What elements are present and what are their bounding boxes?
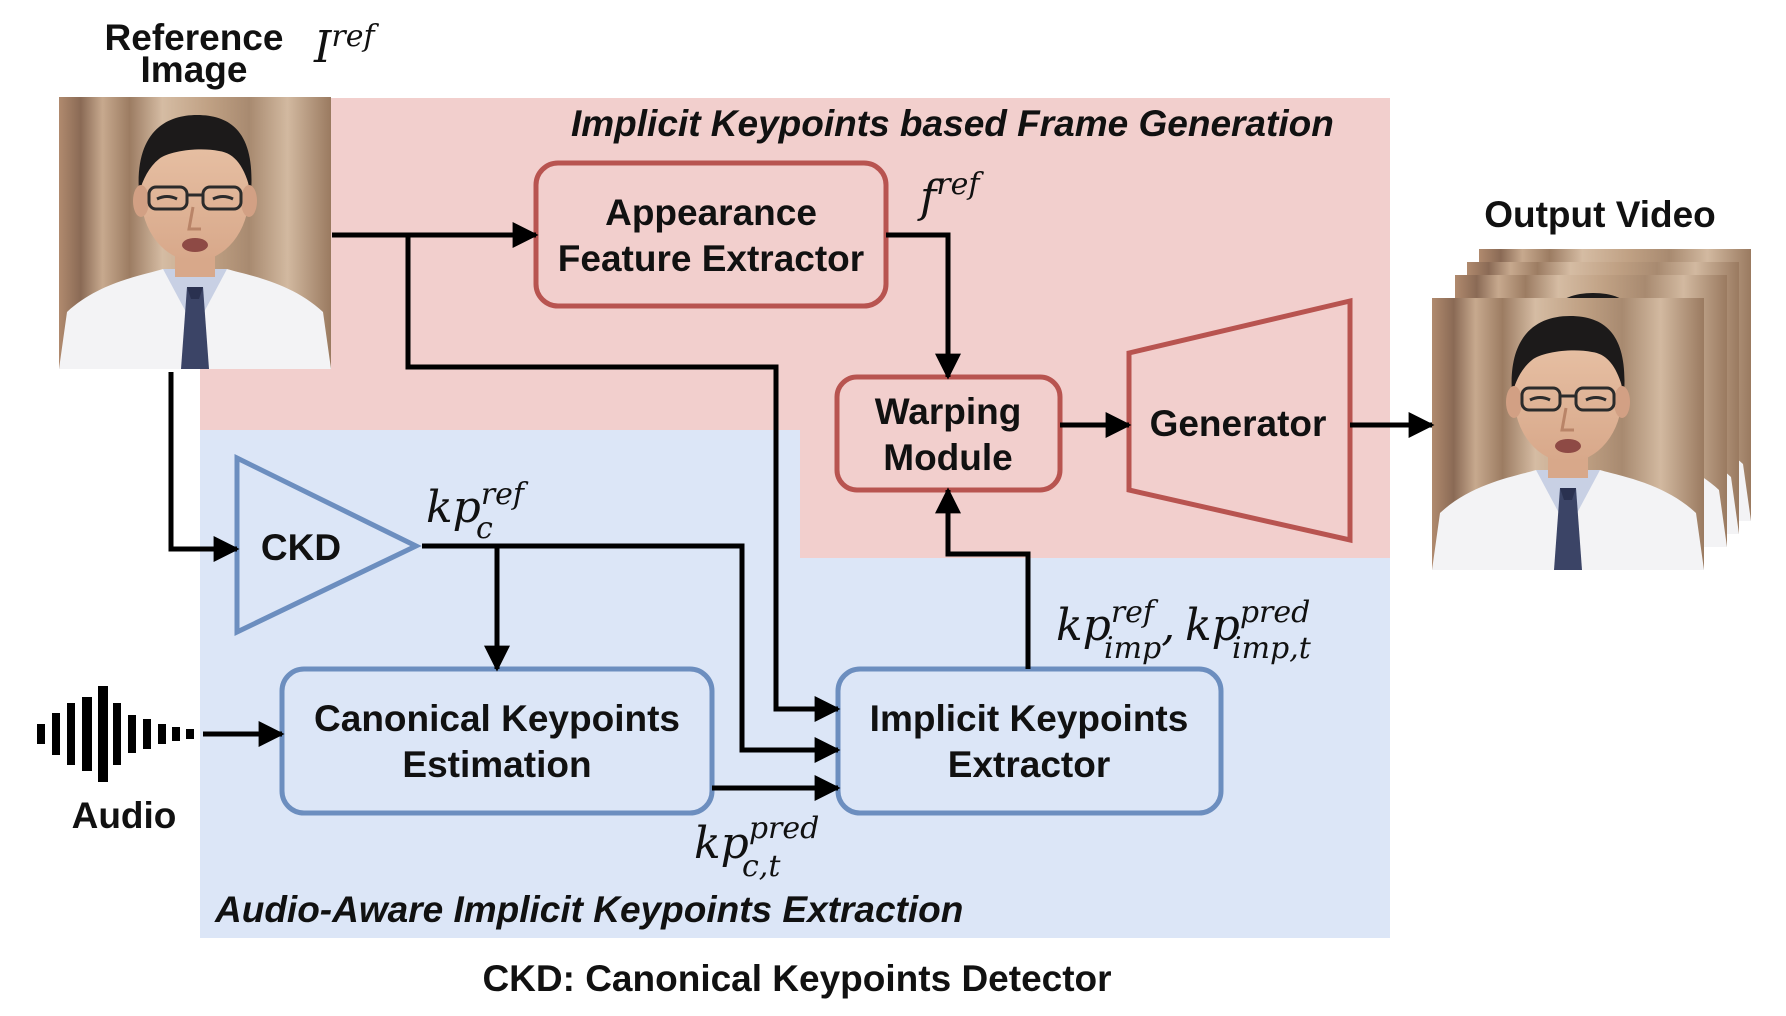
reference-image [57, 95, 333, 371]
generator-label: Generator [1150, 403, 1327, 444]
i-ref-label: Iref [313, 19, 379, 73]
arrow-ref-to-implicit [405, 235, 841, 722]
reference-label-line2: Image [141, 49, 248, 90]
implicit-label-line2: Extractor [948, 744, 1110, 785]
ckd-label: CKD [261, 527, 341, 568]
output-video-label: Output Video [1484, 194, 1716, 235]
arrow-ref-to-ckd [168, 372, 240, 562]
appearance-label-line2: Feature Extractor [558, 238, 864, 279]
canonical-label-line1: Canonical Keypoints [314, 698, 680, 739]
arrow-appearance-to-warping [886, 232, 961, 380]
appearance-label-line1: Appearance [605, 192, 817, 233]
canonical-keypoints-estimation-box [279, 666, 715, 816]
reference-label-line1: Reference [105, 17, 284, 58]
arrow-implicit-to-warping [935, 487, 1031, 669]
appearance-feature-extractor-box [533, 160, 889, 309]
frame-generation-title: Implicit Keypoints based Frame Generatio… [571, 103, 1334, 144]
extraction-title: Audio-Aware Implicit Keypoints Extractio… [214, 889, 963, 930]
output-frame-front [1430, 296, 1706, 572]
implicit-label-line1: Implicit Keypoints [870, 698, 1189, 739]
audio-waveform-icon [37, 686, 194, 782]
canonical-label-line2: Estimation [402, 744, 591, 785]
output-video-stack [1430, 247, 1753, 572]
audio-label: Audio [72, 795, 177, 836]
ckd-legend: CKD: Canonical Keypoints Detector [482, 958, 1111, 999]
arrow-ckd-to-implicit [422, 543, 841, 763]
warping-label-line1: Warping [875, 391, 1022, 432]
warping-label-line2: Module [883, 437, 1012, 478]
implicit-keypoints-extractor-box [835, 666, 1224, 816]
generator-trapezoid [1126, 297, 1353, 544]
